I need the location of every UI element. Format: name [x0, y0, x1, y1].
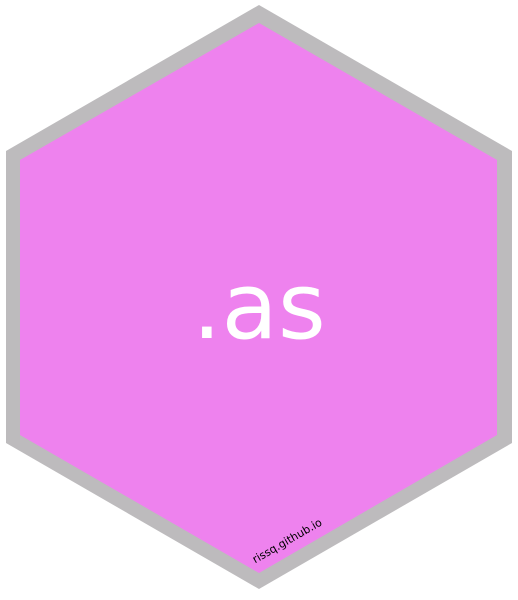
hex-title: .as [192, 253, 326, 360]
hex-fill [20, 23, 497, 573]
